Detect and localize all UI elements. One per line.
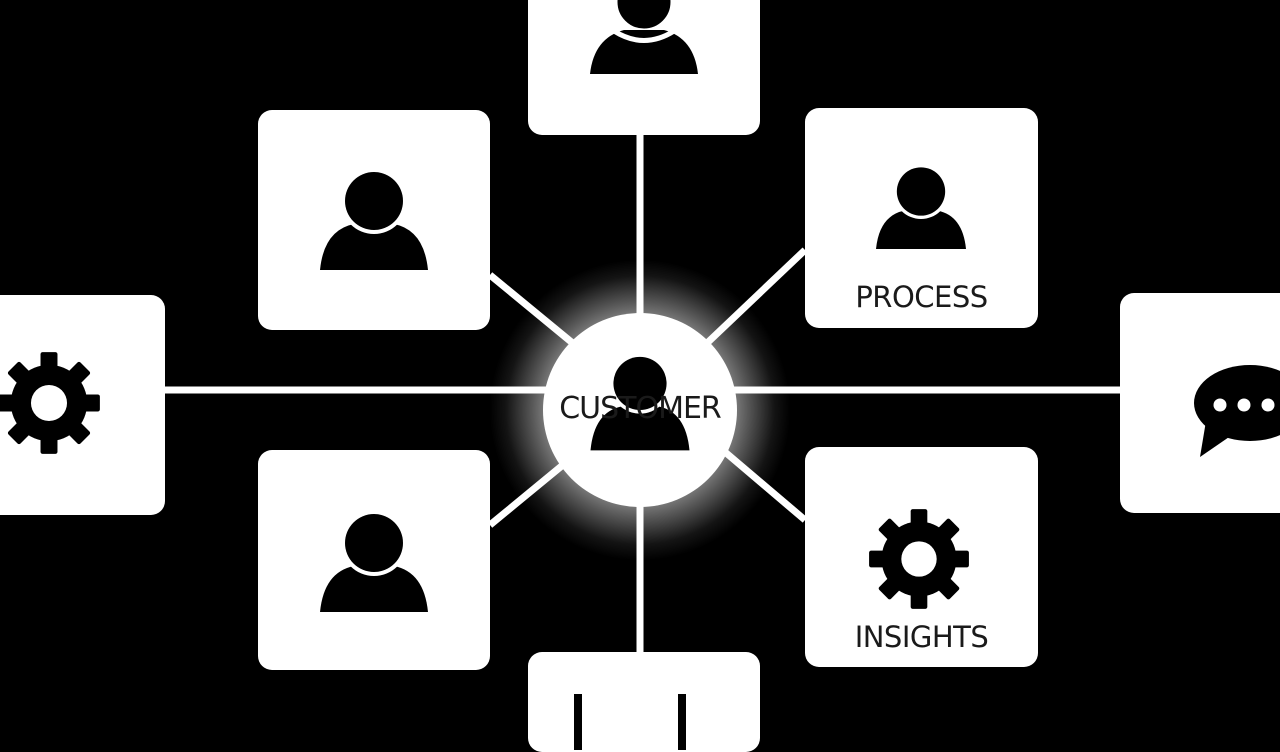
hub-node-customer: CUSTOMER xyxy=(543,313,737,507)
node-card-lower-left xyxy=(258,450,490,670)
node-card-right xyxy=(1120,293,1280,513)
person-icon xyxy=(876,164,966,249)
node-card-left xyxy=(0,295,165,515)
chat-bubble-icon xyxy=(1194,365,1280,457)
node-label-insights: INSIGHTS xyxy=(854,620,989,654)
person-icon xyxy=(590,355,690,451)
node-label-process: PROCESS xyxy=(855,280,988,314)
person-icon xyxy=(320,168,428,270)
gear-icon xyxy=(0,352,100,454)
hub-label: CUSTOMER xyxy=(559,391,722,426)
person-icon xyxy=(320,510,428,612)
node-card-upper-right: PROCESS xyxy=(805,108,1038,328)
person-icon xyxy=(590,0,698,74)
gear-icon xyxy=(869,509,969,609)
node-card-upper-left xyxy=(258,110,490,330)
node-card-lower-right: INSIGHTS xyxy=(805,447,1038,667)
node-card-bottom xyxy=(528,652,760,752)
bar-chart-icon xyxy=(574,694,686,750)
node-card-top xyxy=(528,0,760,135)
